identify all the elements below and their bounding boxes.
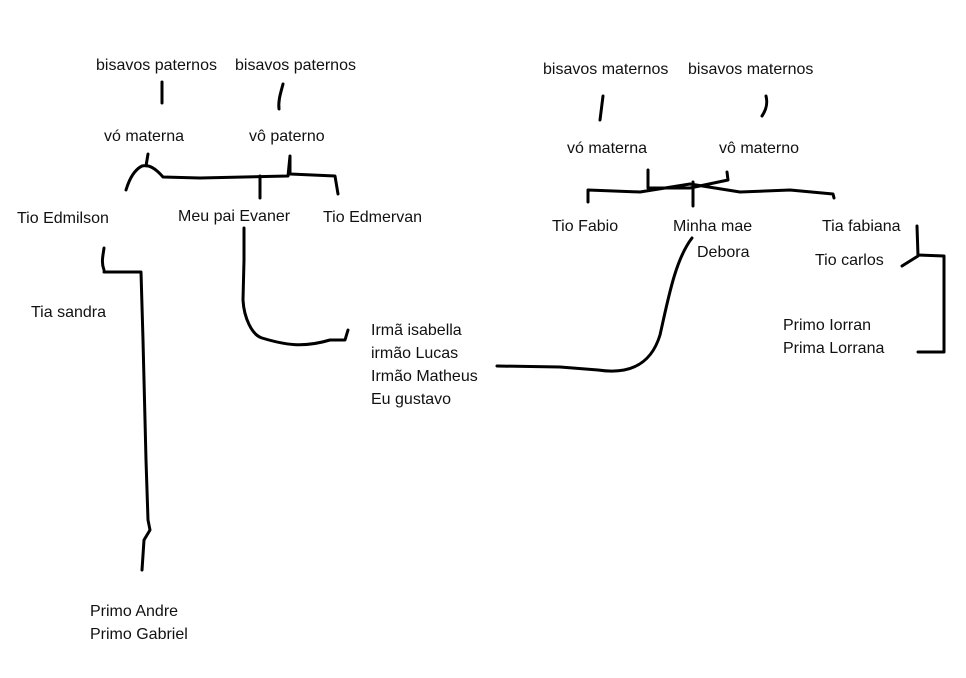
label-uncle-carlos: Tio carlos — [815, 252, 884, 269]
label-cousin-iorran: Primo Iorran — [783, 317, 872, 334]
list-siblings: Irmã isabella irmão Lucas Irmão Matheus … — [371, 319, 478, 411]
label-cousin-lorrana: Prima Lorrana — [783, 340, 885, 357]
bracket-paternal-grandparents — [124, 152, 340, 196]
label-uncle-fabio: Tio Fabio — [552, 218, 619, 235]
label-mother-line1: Minha mae — [673, 218, 753, 235]
line-father-to-siblings — [241, 226, 350, 347]
bracket-fabiana-carlos-cousins — [900, 224, 946, 354]
label-sibling-isabella: Irmã isabella — [371, 322, 462, 339]
list-maternal-cousins: Primo Iorran Prima Lorrana — [783, 314, 884, 360]
label-paternal-grandmother: vó materna — [104, 128, 185, 145]
label-paternal-grandfather: vô paterno — [249, 128, 325, 145]
label-self-gustavo: Eu gustavo — [371, 391, 452, 408]
label-cousin-andre: Primo Andre — [90, 603, 179, 620]
bracket-maternal-grandparents — [586, 168, 836, 208]
line-mother-to-siblings — [495, 236, 694, 373]
label-maternal-grandmother: vó materna — [567, 140, 648, 157]
label-uncle-edmervan: Tio Edmervan — [323, 209, 422, 226]
tick-great-grandparents-maternal-right — [760, 94, 769, 118]
label-great-grandparents-maternal-left: bisavos maternos — [543, 61, 669, 78]
label-uncle-edmilson: Tio Edmilson — [17, 210, 109, 227]
label-great-grandparents-paternal-left: bisavos paternos — [96, 57, 217, 74]
label-mother-line2: Debora — [697, 244, 750, 261]
label-great-grandparents-paternal-right: bisavos paternos — [235, 57, 356, 74]
line-edmilson-sandra — [100, 246, 106, 272]
label-father: Meu pai Evaner — [178, 208, 291, 225]
label-aunt-sandra: Tia sandra — [31, 304, 106, 321]
tick-great-grandparents-maternal-left — [598, 94, 605, 122]
label-sibling-matheus: Irmão Matheus — [371, 368, 478, 385]
label-maternal-grandfather: vô materno — [719, 140, 800, 157]
label-aunt-fabiana: Tia fabiana — [822, 218, 901, 235]
label-sibling-lucas: irmão Lucas — [371, 345, 459, 362]
tick-great-grandparents-paternal-right — [277, 82, 285, 111]
list-paternal-cousins: Primo Andre Primo Gabriel — [90, 600, 188, 646]
label-cousin-gabriel: Primo Gabriel — [90, 626, 188, 643]
label-great-grandparents-maternal-right: bisavos maternos — [688, 61, 814, 78]
line-edmilson-to-cousins — [102, 270, 152, 572]
